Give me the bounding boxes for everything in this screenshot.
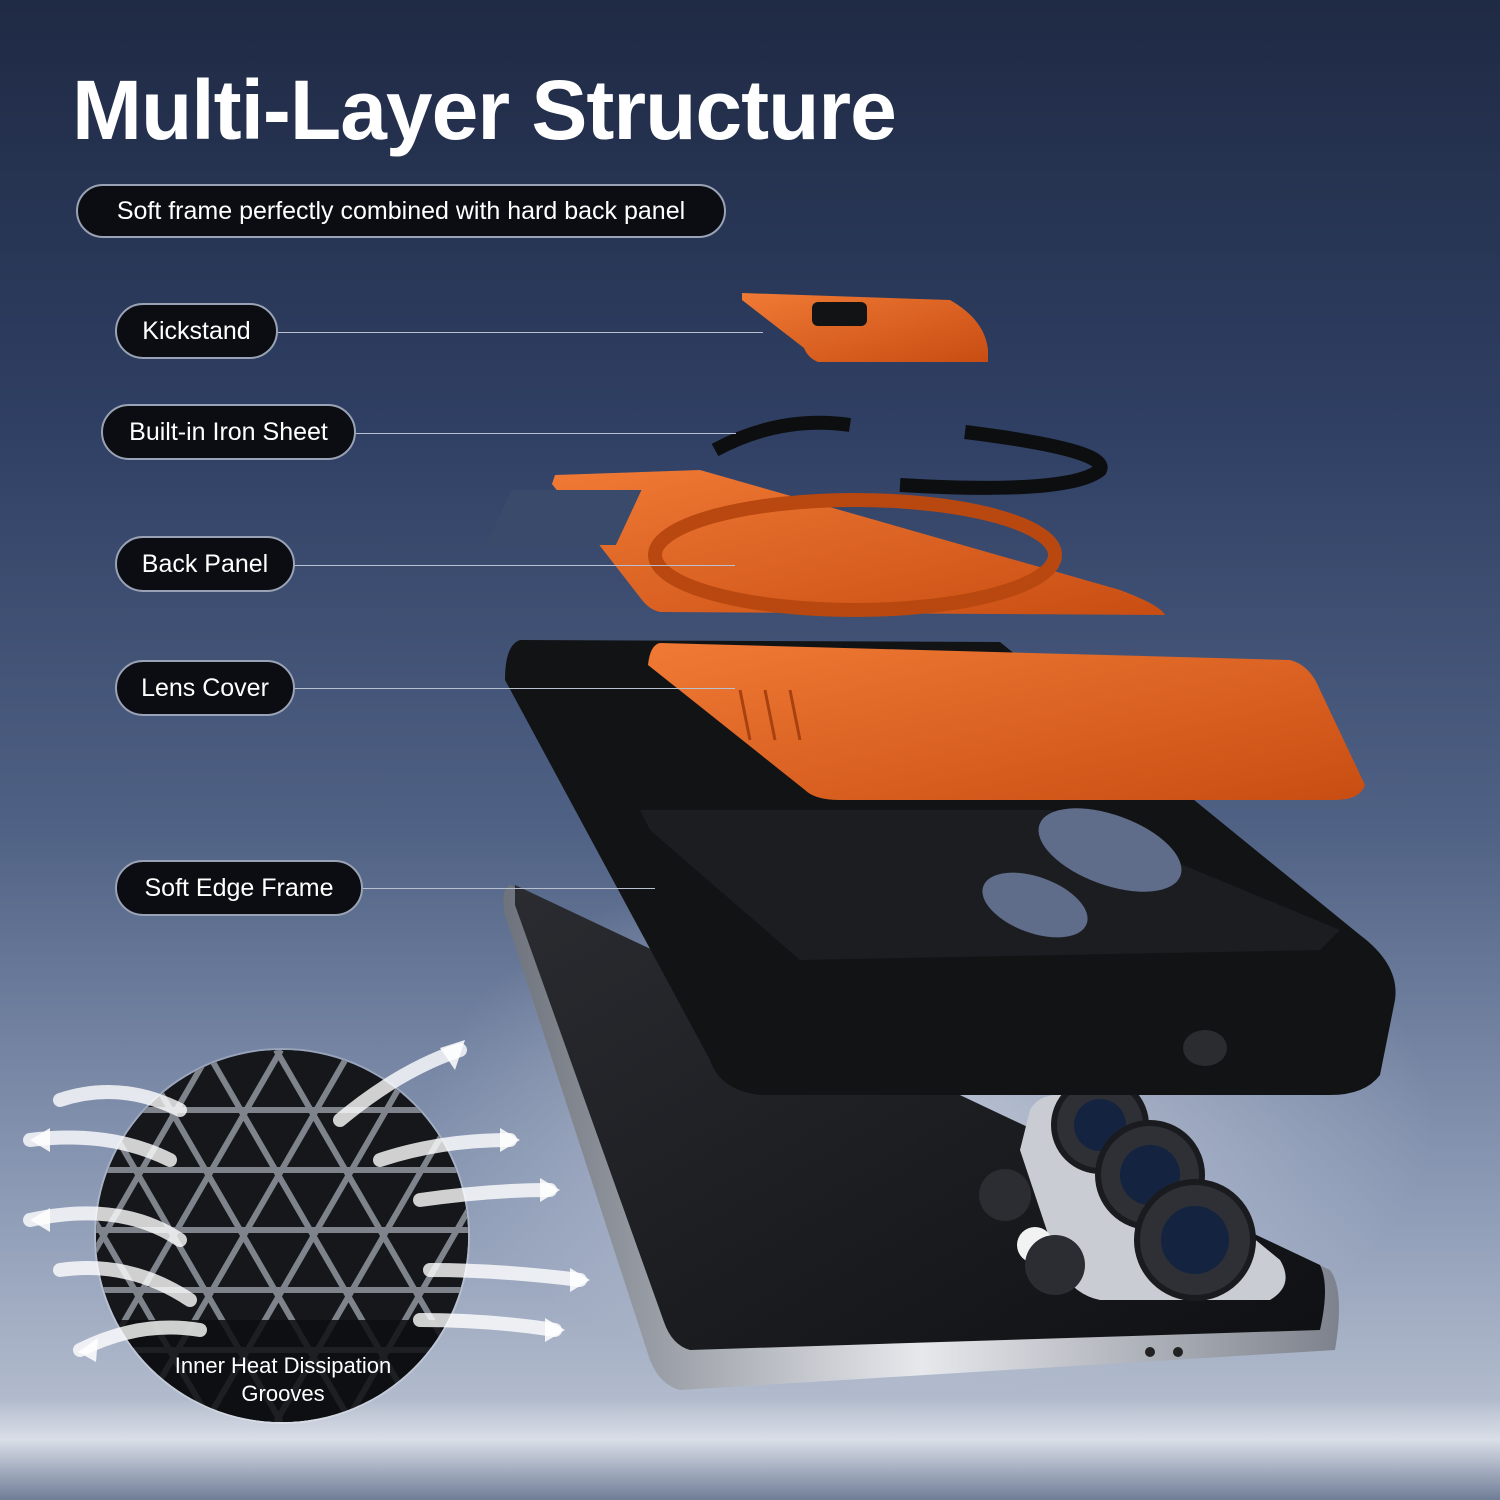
iron-sheet-ring	[711, 415, 1108, 495]
soft-edge-frame	[505, 640, 1396, 1095]
soft-edge-frame-leader-line	[363, 888, 655, 889]
kickstand-label: Kickstand	[115, 303, 278, 359]
lens-cover	[648, 643, 1365, 800]
iron-sheet-label: Built-in Iron Sheet	[101, 404, 356, 460]
back-panel	[485, 470, 1165, 617]
soft-edge-frame-label: Soft Edge Frame	[115, 860, 363, 916]
inset-caption: Inner Heat Dissipation Grooves	[150, 1352, 416, 1408]
page-title: Multi-Layer Structure	[72, 63, 897, 157]
inset-caption-line-2: Grooves	[241, 1381, 325, 1406]
inset-caption-line-1: Inner Heat Dissipation	[174, 1353, 392, 1378]
lens-cover-label: Lens Cover	[115, 660, 295, 716]
back-panel-leader-line	[295, 565, 735, 566]
lens-cover-leader-line	[295, 688, 735, 689]
back-panel-label: Back Panel	[115, 536, 295, 592]
subtitle-badge: Soft frame perfectly combined with hard …	[76, 184, 726, 238]
kickstand	[742, 293, 988, 362]
kickstand-leader-line	[278, 332, 763, 333]
iron-sheet-leader-line	[356, 433, 736, 434]
